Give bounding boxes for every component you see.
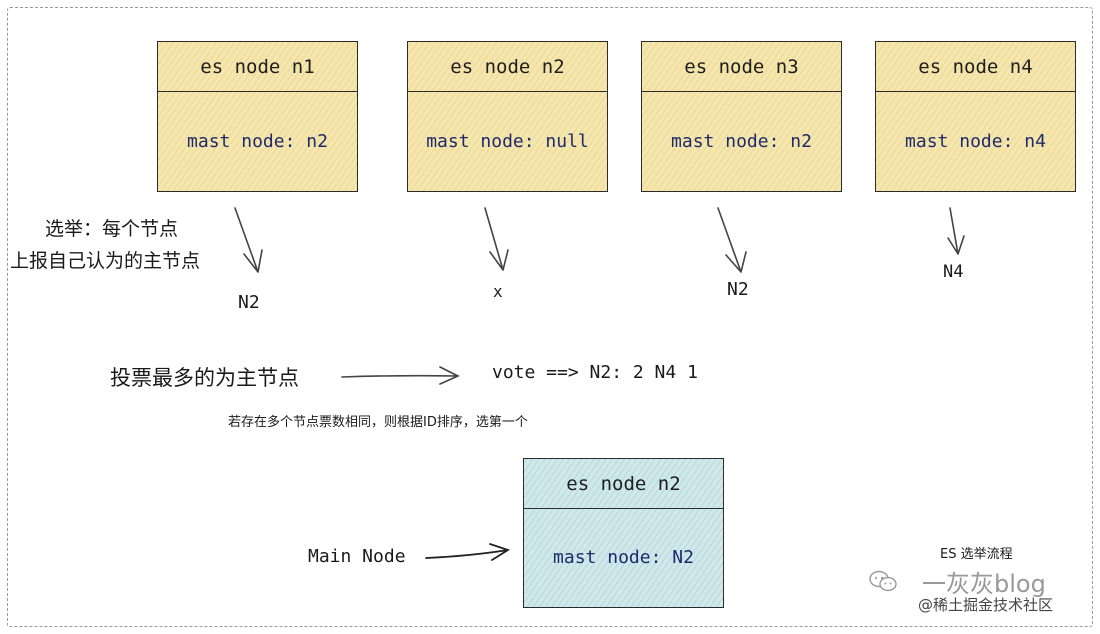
node-title: es node n2 — [524, 459, 723, 509]
main-node-box: es node n2 mast node: N2 — [523, 458, 724, 608]
es-node-n1-box: es node n1 mast node: n2 — [157, 41, 358, 192]
es-node-n2-box: es node n2 mast node: null — [407, 41, 608, 192]
watermark-blog: 一灰灰blog — [922, 570, 1046, 598]
node-master-value: mast node: n2 — [671, 130, 812, 152]
es-node-n4-box: es node n4 mast node: n4 — [875, 41, 1076, 192]
election-note-line2: 上报自己认为的主节点 — [10, 250, 201, 272]
main-node-arrow — [425, 543, 511, 561]
main-node-label: Main Node — [308, 546, 406, 567]
node-master-value: mast node: n4 — [905, 130, 1046, 152]
tie-note: 若存在多个节点票数相同，则根据ID排序，选第一个 — [228, 415, 528, 430]
node-title: es node n1 — [158, 42, 357, 92]
node-title: es node n4 — [876, 42, 1075, 92]
election-note-line1: 选举：每个节点 — [45, 218, 179, 240]
node-master-value: mast node: N2 — [553, 547, 694, 568]
vote-n4: N4 — [943, 262, 964, 282]
vote-result: vote ==> N2: 2 N4 1 — [492, 362, 698, 383]
es-node-n3-box: es node n3 mast node: n2 — [641, 41, 842, 192]
vote-n1: N2 — [238, 292, 260, 313]
vote-arrow-n1 — [234, 207, 263, 273]
watermark-site: @稀土掘金技术社区 — [918, 596, 1054, 614]
node-title: es node n2 — [408, 42, 607, 92]
node-master-value: mast node: null — [426, 130, 589, 152]
node-title: es node n3 — [642, 42, 841, 92]
vote-arrow-n4 — [947, 207, 965, 255]
vote-arrow-n2 — [484, 207, 509, 271]
node-master-value: mast node: n2 — [187, 130, 328, 152]
wechat-icon — [868, 569, 898, 593]
rule-text: 投票最多的为主节点 — [110, 366, 299, 390]
diagram-frame — [7, 7, 1093, 627]
diagram-caption: ES 选举流程 — [940, 547, 1013, 562]
vote-arrow-n3 — [717, 207, 747, 273]
vote-n2: x — [493, 282, 503, 301]
vote-n3: N2 — [727, 279, 749, 300]
rule-arrow — [341, 366, 460, 385]
